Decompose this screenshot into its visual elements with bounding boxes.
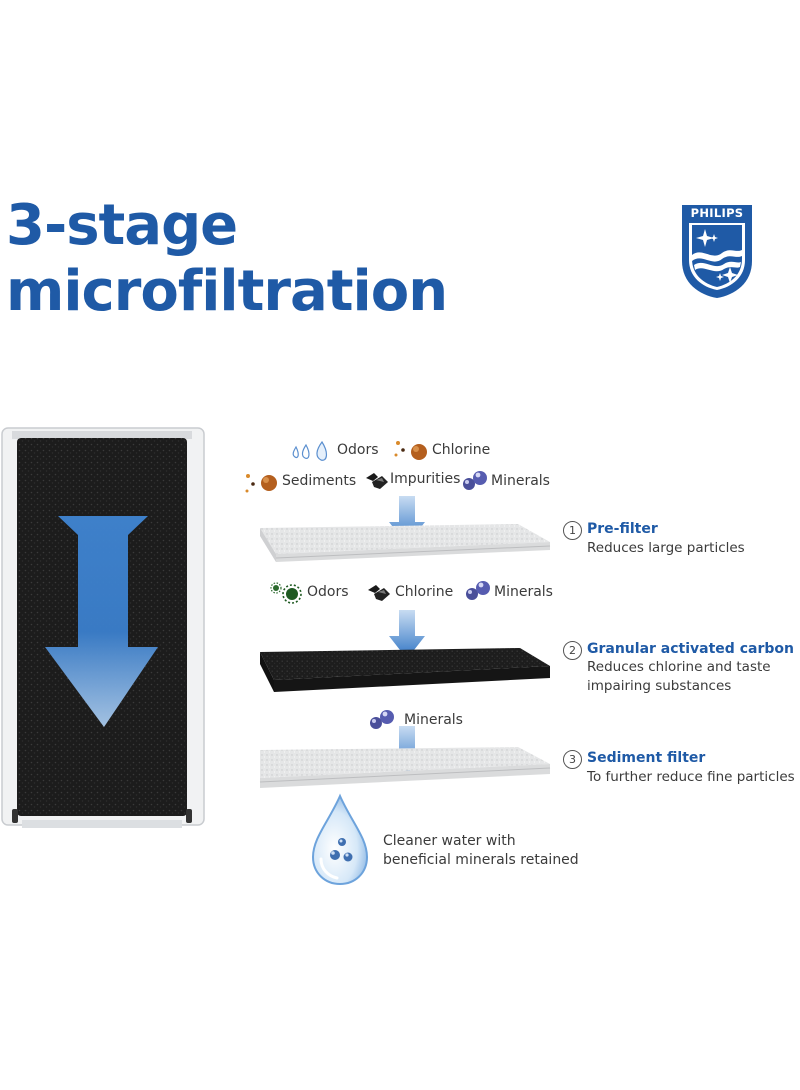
after1-odors-label: Odors	[307, 584, 349, 600]
input-minerals-label: Minerals	[491, 473, 550, 489]
title-line-2: microfiltration	[6, 259, 448, 324]
mineral-beads-icon	[466, 581, 490, 600]
stage-2-number: 2	[563, 641, 582, 660]
stage-1-desc: Reduces large particles	[587, 540, 745, 556]
after1-chlorine-label: Chlorine	[395, 584, 454, 600]
stage-3-desc: To further reduce fine particles	[587, 769, 795, 785]
stage-3-number: 3	[563, 750, 582, 769]
after1-minerals-label: Minerals	[494, 584, 553, 600]
filter-cartridge	[1, 427, 205, 828]
stage-2-desc-line-1: Reduces chlorine and taste	[587, 659, 771, 675]
input-sediments-label: Sediments	[282, 473, 357, 489]
input-odors-label: Odors	[337, 442, 379, 458]
sediment-filter-layer	[259, 747, 551, 788]
down-arrow-icon	[389, 610, 425, 659]
stage-1-title: Pre-filter	[587, 521, 658, 537]
input-impurities-label: Impurities	[390, 471, 461, 487]
stage-1-number: 1	[563, 521, 582, 540]
philips-logo: PHILIPS	[680, 203, 754, 299]
philips-shield-icon	[682, 205, 752, 298]
chlorine-particles-icon	[394, 441, 427, 460]
title-line-1: 3-stage	[6, 193, 238, 258]
stage-2-title: Granular activated carbon	[587, 641, 794, 657]
stage-2-desc-line-2: impairing substances	[587, 678, 732, 694]
water-drops-icon	[292, 441, 327, 461]
result-line-2: beneficial minerals retained	[383, 852, 579, 868]
after2-minerals-label: Minerals	[404, 712, 463, 728]
impurity-flakes-icon	[366, 473, 388, 489]
flow-arrow-icon	[45, 516, 158, 727]
impurity-flakes-icon	[368, 585, 390, 601]
carbon-layer	[260, 648, 550, 692]
logo-text: PHILIPS	[690, 206, 744, 220]
stage-3-title: Sediment filter	[587, 750, 706, 766]
mineral-beads-icon	[370, 710, 394, 729]
sediment-particles-icon	[245, 474, 277, 493]
water-drop-icon	[311, 793, 369, 886]
result-line-1: Cleaner water with	[383, 833, 516, 849]
input-chlorine-label: Chlorine	[432, 442, 491, 458]
pre-filter-layer	[260, 524, 551, 562]
result-text: Cleaner water with beneficial minerals r…	[383, 832, 579, 870]
mineral-beads-icon	[463, 471, 487, 490]
green-spores-icon	[270, 582, 302, 604]
